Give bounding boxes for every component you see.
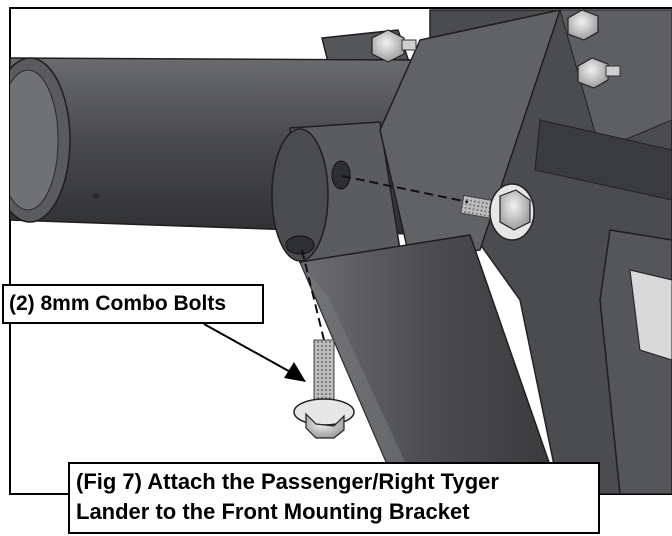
- callout-arrow: [203, 323, 306, 382]
- figure-caption: (Fig 7) Attach the Passenger/Right Tyger…: [68, 462, 600, 534]
- gusset-plate: [379, 8, 562, 261]
- part-render: [10, 8, 672, 494]
- alignment-line-upper: [341, 175, 469, 203]
- alignment-line-lower: [301, 249, 325, 341]
- caption-line-1: (Fig 7) Attach the Passenger/Right Tyger: [76, 469, 499, 494]
- installed-bolt-3: [577, 57, 621, 89]
- caption-line-2: Lander to the Front Mounting Bracket: [76, 499, 470, 524]
- bolts-callout-label: (2) 8mm Combo Bolts: [2, 284, 264, 324]
- lander-leg: [298, 234, 561, 494]
- installed-bolt-2: [567, 9, 599, 41]
- installed-bolt-1: [371, 29, 417, 63]
- combo-bolt-lower: [293, 339, 355, 439]
- combo-bolt-upper: [460, 183, 535, 241]
